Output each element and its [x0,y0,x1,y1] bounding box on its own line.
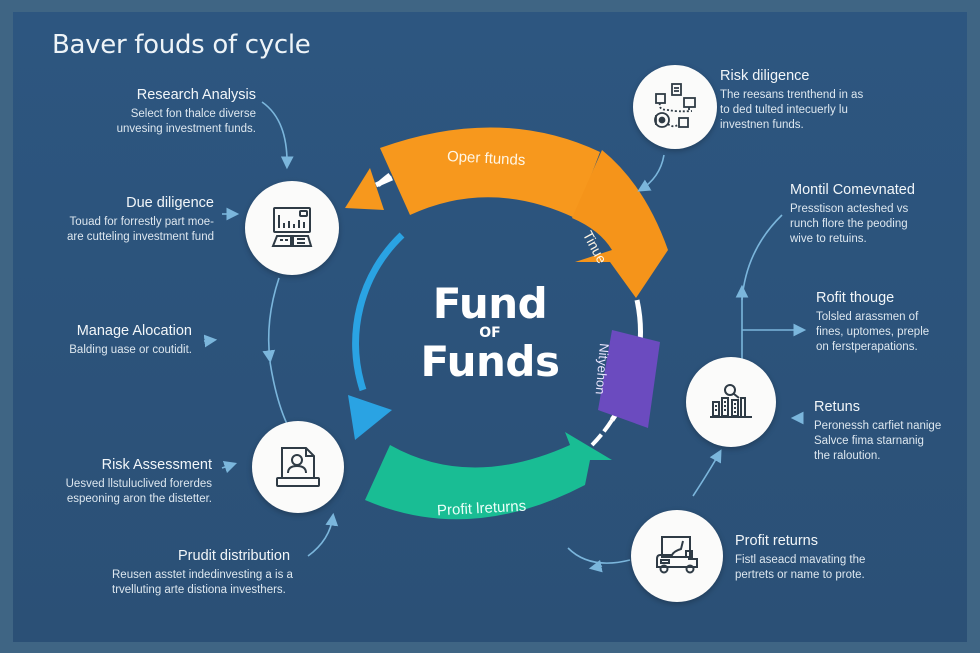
bar-chart-search-icon [710,384,752,418]
step-retuns: Retuns Peronessh carfiet nanige Salvce f… [814,399,942,462]
step-prudit-distribution: Prudit distribution Reusen asstet indedi… [112,548,293,596]
step-montil-comevnated: Montil Comevnated Presstison acteshed vs… [790,182,915,245]
network-flow-icon [654,83,696,128]
dashboard-monitor-icon [271,207,313,247]
step-due-diligence: Due diligence Touad for forrestly part m… [66,195,214,243]
step-manage-allocation: Manage Alocation Balding uase or coutidi… [69,323,192,356]
center-title-fund: Fund [432,279,548,328]
step-risk-diligence: Risk diligence The reesans trenthend in … [720,68,864,131]
node-due-diligence [245,181,339,275]
profile-document-icon [276,447,320,487]
step-research-analysis: Research Analysis Select fon thalce dive… [116,87,256,135]
center-title: Fund OF Funds [400,282,580,384]
node-risk-diligence [633,65,717,149]
delivery-truck-icon [656,536,698,574]
infographic-card [13,12,967,642]
node-profit-returns [631,510,723,602]
step-rofit-thouge: Rofit thouge Tolsled arassmen of fines, … [816,290,930,353]
page-title: Baver fouds of cycle [52,30,311,60]
step-risk-assessment: Risk Assessment Uesved llstuluclived for… [65,457,212,505]
center-title-of: OF [479,325,501,341]
center-title-funds: Funds [420,337,560,386]
step-profit-returns: Profit returns Fistl aseacd mavating the… [735,533,866,581]
node-risk-assessment [252,421,344,513]
node-returns [686,357,776,447]
